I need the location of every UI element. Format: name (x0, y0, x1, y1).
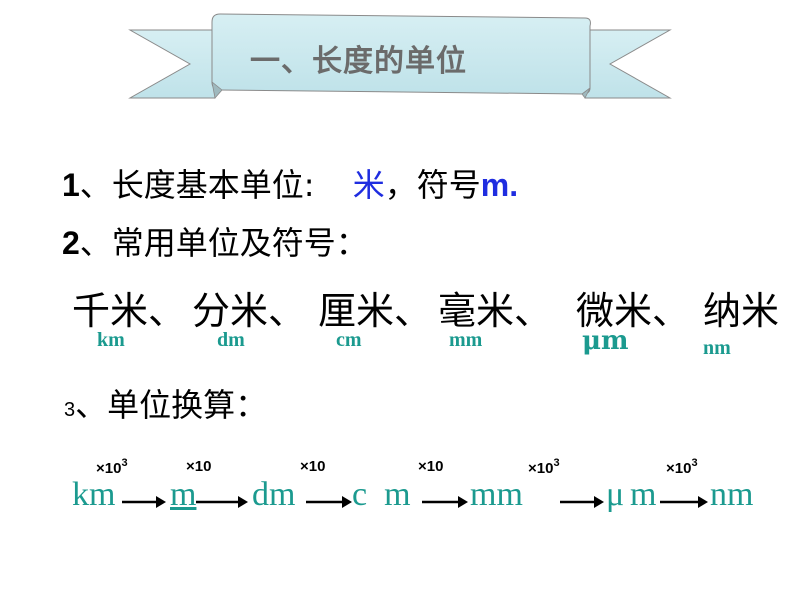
unit-name-nm: 纳米 (703, 289, 780, 333)
line-text: 、单位换算： (75, 386, 268, 424)
item-number: 1 (62, 167, 80, 203)
unit-name-cm: 厘米、 (318, 289, 433, 333)
banner-right-tail (584, 29, 672, 99)
unit-symbol-um: μm (582, 326, 629, 356)
conv-unit-m: m (170, 476, 197, 513)
line-basic-unit: 1、长度基本单位: 米，符号m. (62, 160, 518, 206)
page-title: 一、长度的单位 (250, 44, 467, 79)
factor-dm-cm: ×10 (300, 458, 326, 475)
arrow-icon (422, 496, 468, 508)
factor-mm-um: ×103 (528, 457, 560, 477)
arrow-icon (306, 496, 352, 508)
factor-um-nm: ×103 (666, 457, 698, 477)
line-text: 、长度基本单位: (79, 166, 315, 204)
line-common-units: 2、常用单位及符号： (62, 218, 368, 264)
conv-unit-dm: dm (252, 476, 296, 513)
unit-name-km: 千米、 (72, 289, 187, 333)
unit-name-dm: 分米、 (192, 289, 307, 333)
banner-left-tail (128, 29, 216, 99)
unit-name-mm: 毫米、 (438, 289, 553, 333)
unit-symbol-cm: cm (336, 329, 362, 351)
factor-m-dm: ×10 (186, 458, 212, 475)
basic-unit-name: 米 (352, 166, 385, 204)
conv-unit-mu: μ (606, 476, 625, 513)
arrow-icon (196, 496, 248, 508)
line-sep: ，符号 (384, 166, 481, 204)
unit-symbol-dm: dm (217, 329, 245, 351)
conv-unit-km: km (72, 476, 116, 513)
unit-symbol-mm: mm (449, 329, 483, 351)
basic-unit-symbol: m. (480, 167, 519, 203)
title-banner (128, 13, 672, 99)
conv-unit-mm: mm (470, 476, 523, 513)
item-number: 3 (64, 399, 76, 421)
conv-unit-nm: nm (710, 476, 754, 513)
unit-symbol-nm: nm (703, 337, 731, 359)
arrow-icon (660, 496, 708, 508)
unit-name-um: 微米、 (576, 289, 691, 333)
conv-unit-um-m: m (630, 476, 657, 513)
arrow-icon (560, 496, 604, 508)
line-unit-conversion: 3、单位换算： (64, 380, 267, 426)
unit-symbol-km: km (97, 329, 125, 351)
factor-cm-mm: ×10 (418, 458, 444, 475)
item-number: 2 (62, 225, 80, 261)
conv-unit-cm: c m (352, 476, 411, 513)
line-text: 、常用单位及符号： (79, 224, 368, 262)
arrow-icon (122, 496, 166, 508)
factor-km-m: ×103 (96, 457, 128, 477)
